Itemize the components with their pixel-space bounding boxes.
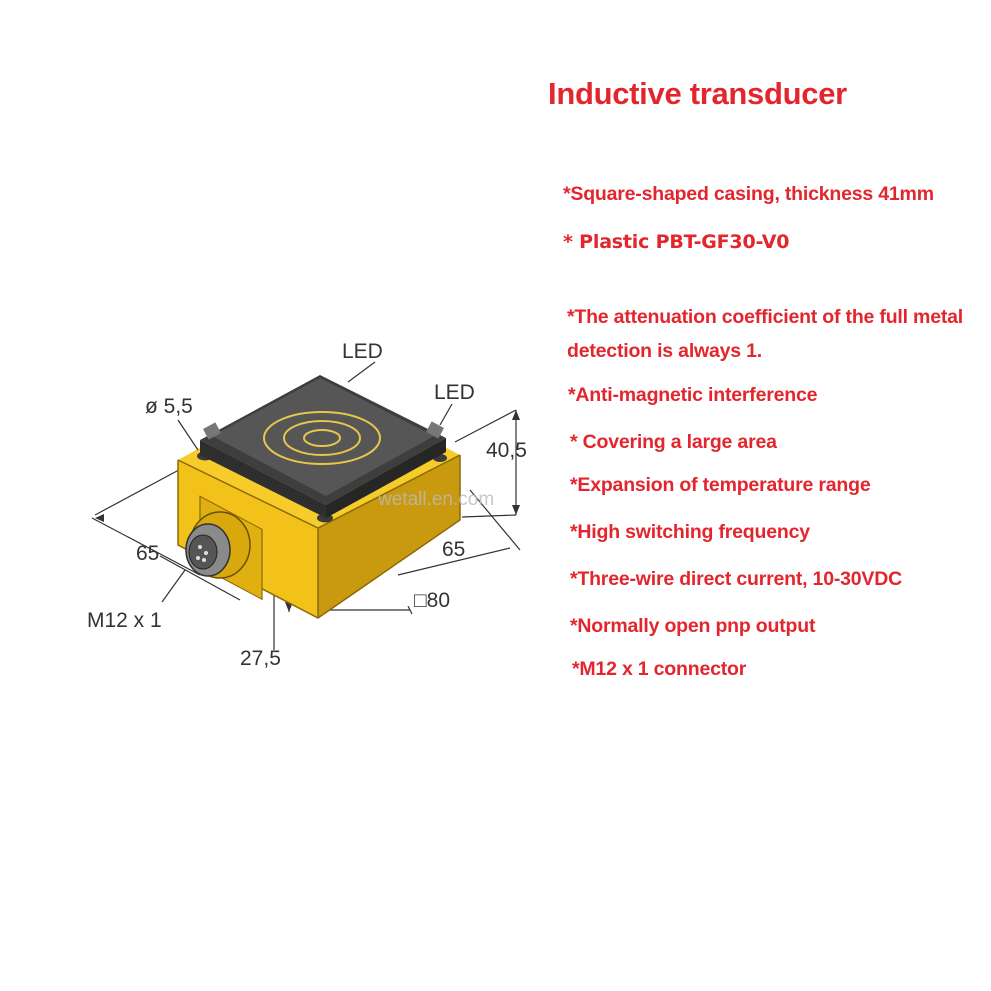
square-size-label: □80 — [414, 589, 450, 612]
offset-label: 27,5 — [240, 647, 281, 670]
led-top-label: LED — [342, 340, 383, 363]
feature-switching-frequency: *High switching frequency — [570, 521, 810, 543]
feature-casing: *Square-shaped casing, thickness 41mm — [563, 183, 934, 205]
feature-temperature: *Expansion of temperature range — [570, 474, 871, 496]
m12-connector — [185, 495, 263, 601]
width-left-label: 65 — [136, 542, 159, 565]
connector-label: M12 x 1 — [87, 609, 162, 632]
feature-large-area: * Covering a large area — [570, 431, 777, 453]
feature-pnp-output: *Normally open pnp output — [570, 615, 816, 637]
feature-material: * Plastic PBT-GF30-V0 — [563, 231, 790, 253]
feature-connector: *M12 x 1 connector — [572, 658, 747, 680]
page-title: Inductive transducer — [548, 76, 847, 111]
hole-diameter-label: ø 5,5 — [145, 395, 193, 418]
feature-three-wire: *Three-wire direct current, 10-30VDC — [570, 568, 903, 590]
feature-anti-magnetic: *Anti-magnetic interference — [568, 384, 818, 406]
led-right-label: LED — [434, 381, 475, 404]
width-right-label: 65 — [442, 538, 465, 561]
watermark-text: wetall.en.com — [377, 489, 494, 510]
sensor-cap — [200, 375, 446, 518]
height-label: 40,5 — [486, 439, 527, 462]
dimension-labels: LED LED ø 5,5 40,5 65 65 □80 M12 x 1 27,… — [87, 340, 527, 670]
feature-attenuation: *The attenuation coefficient of the full… — [567, 306, 963, 362]
